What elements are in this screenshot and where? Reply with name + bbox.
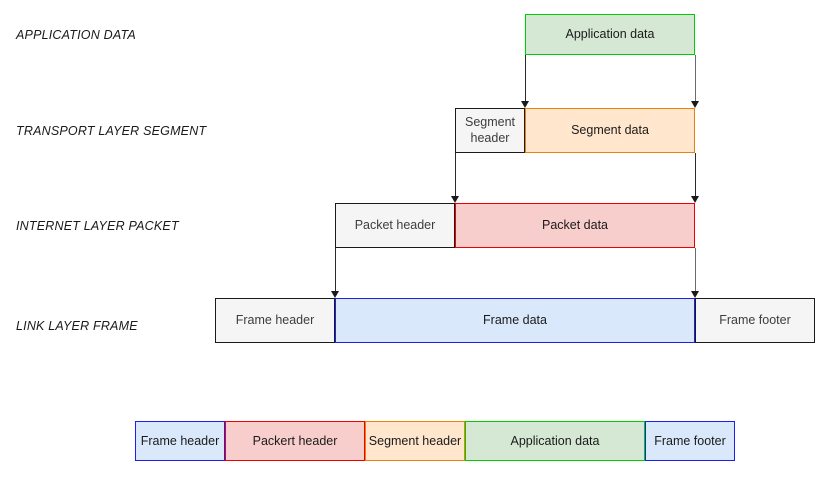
legend-item-frame-footer: Frame footer xyxy=(645,421,735,461)
connector-app-right xyxy=(695,55,696,101)
box-packet-header: Packet header xyxy=(335,203,455,248)
box-segment-header: Segment header xyxy=(455,108,525,153)
box-packet-data: Packet data xyxy=(455,203,695,248)
connector-packet-right xyxy=(695,248,696,291)
row-label-application-data: APPLICATION DATA xyxy=(16,28,136,42)
box-frame-header: Frame header xyxy=(215,298,335,343)
box-segment-data: Segment data xyxy=(525,108,695,153)
connector-app-left xyxy=(525,55,526,101)
arrowhead-segment-left xyxy=(451,196,459,203)
legend-item-segment-header: Segment header xyxy=(365,421,465,461)
box-application-data: Application data xyxy=(525,14,695,55)
box-frame-footer: Frame footer xyxy=(695,298,815,343)
arrowhead-app-right xyxy=(691,101,699,108)
arrowhead-app-left xyxy=(521,101,529,108)
legend-item-frame-header: Frame header xyxy=(135,421,225,461)
box-frame-data: Frame data xyxy=(335,298,695,343)
row-label-transport-layer-segment: TRANSPORT LAYER SEGMENT xyxy=(16,124,207,138)
arrowhead-packet-left xyxy=(331,291,339,298)
arrowhead-packet-right xyxy=(691,291,699,298)
row-label-link-layer-frame: LINK LAYER FRAME xyxy=(16,319,138,333)
arrowhead-segment-right xyxy=(691,196,699,203)
connector-packet-left xyxy=(335,248,336,291)
row-label-internet-layer-packet: INTERNET LAYER PACKET xyxy=(16,219,179,233)
legend-item-application-data: Application data xyxy=(465,421,645,461)
connector-segment-left xyxy=(455,153,456,196)
legend-item-packert-header: Packert header xyxy=(225,421,365,461)
connector-segment-right xyxy=(695,153,696,196)
